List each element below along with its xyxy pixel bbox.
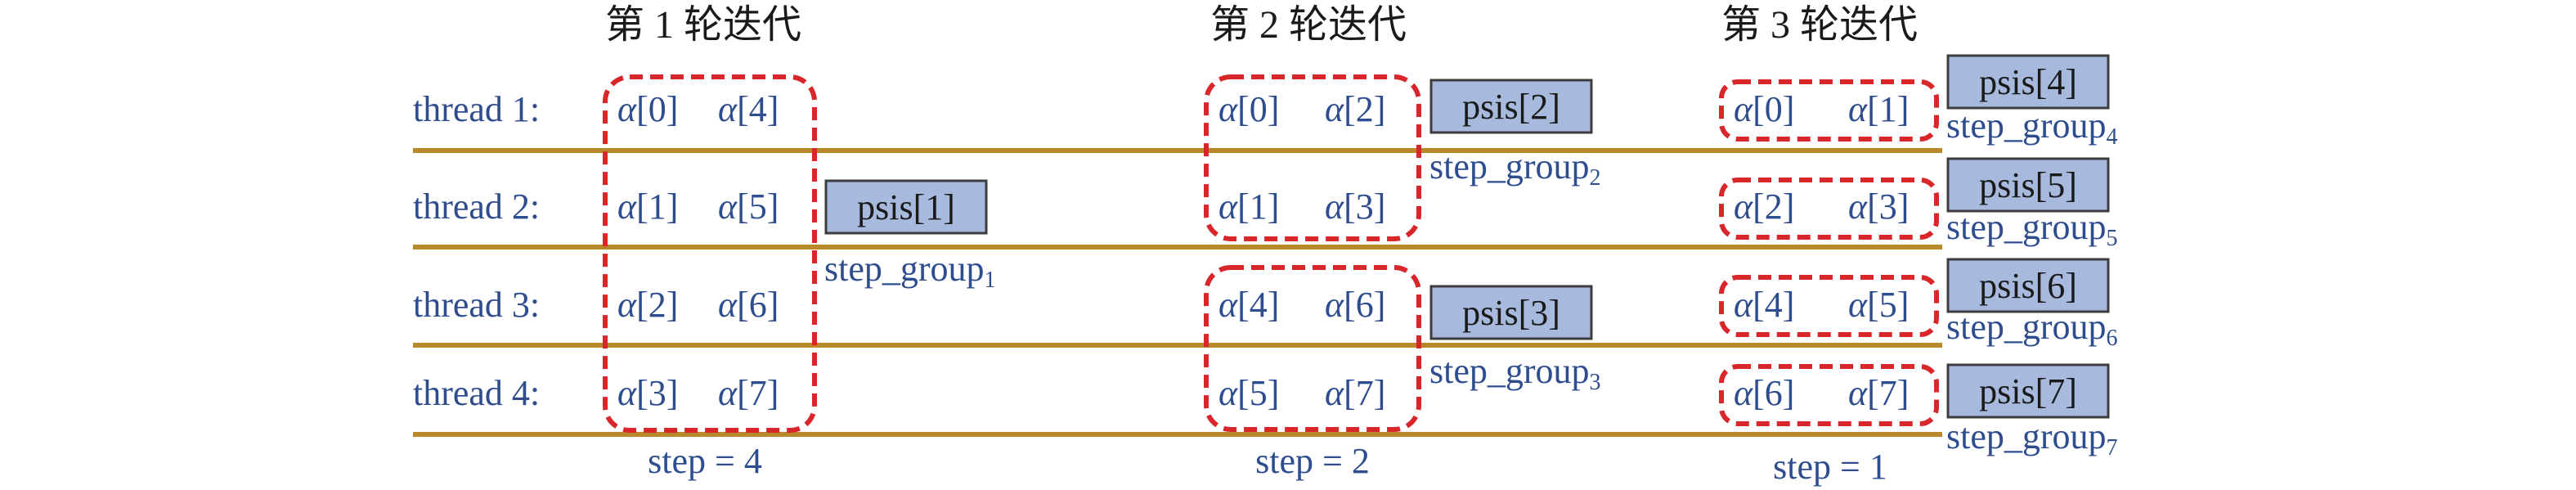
step-group-label-7: step_group7 [1946,416,2118,461]
alpha-cell: α[3] [617,373,678,413]
alpha-cell: α[5] [1848,285,1909,325]
alpha-cell: α[0] [617,89,678,129]
alpha-cell: α[6] [1325,285,1385,325]
step-label-1: step = 4 [648,441,762,481]
psis-box-1 [824,179,988,235]
psis-label-2: psis[2] [1462,87,1560,127]
step-group-label-3: step_group3 [1429,351,1601,395]
thread-label-1: thread 1: [413,89,540,129]
psis-label-5: psis[5] [1979,165,2077,205]
step-group-label-2: step_group2 [1429,146,1601,191]
alpha-cell: α[2] [1734,187,1794,227]
alpha-cell: α[6] [1734,373,1794,413]
psis-box-4 [1946,54,2110,110]
group-box-step-1-b [1719,178,1939,240]
step-label-3: step = 1 [1773,447,1887,487]
alpha-cell: α[2] [1325,89,1385,129]
step-labels: step = 4 step = 2 step = 1 [648,441,1887,487]
alpha-cell: α[4] [1218,285,1279,325]
psis-label-7: psis[7] [1979,371,2077,411]
alpha-cell: α[6] [718,285,779,325]
step-group-label-4: step_group4 [1946,106,2118,150]
psis-blocks: psis[1] step_group1 psis[2] step_group2 … [824,54,2118,461]
group-box-step-1-d [1719,364,1939,426]
group-box-step-1-c [1719,275,1939,337]
psis-label-1: psis[1] [857,187,955,227]
psis-box-2 [1429,79,1593,134]
group-box-step-2-top [1204,74,1421,241]
psis-box-5 [1946,157,2110,213]
alpha-cell: α[0] [1218,89,1279,129]
psis-box-3 [1429,285,1593,340]
iteration-title-2: 第 2 轮迭代 [1210,3,1407,47]
step-group-label-5: step_group5 [1946,207,2118,251]
psis-label-6: psis[6] [1979,266,2077,306]
alpha-cell: α[4] [1734,285,1794,325]
step-group-label-1: step_group1 [824,249,996,293]
thread-label-3: thread 3: [413,285,540,325]
alpha-cell: α[1] [1218,187,1279,227]
thread-label-4: thread 4: [413,373,540,413]
alpha-cell: α[1] [617,187,678,227]
alpha-cell: α[1] [1848,89,1909,129]
psis-box-6 [1946,258,2110,313]
psis-label-3: psis[3] [1462,293,1560,333]
group-box-step-4 [603,74,817,433]
alpha-cell: α[2] [617,285,678,325]
iteration-title-3: 第 3 轮迭代 [1721,3,1918,47]
alpha-cell: α[7] [1325,373,1385,413]
thread-label-2: thread 2: [413,187,540,227]
psis-label-4: psis[4] [1979,62,2077,102]
iteration-titles: 第 1 轮迭代 第 2 轮迭代 第 3 轮迭代 [605,3,1918,47]
alpha-cell: α[0] [1734,89,1794,129]
psis-box-7 [1946,363,2110,419]
alpha-cells: α[0] α[4] α[0] α[2] α[0] α[1] α[1] α[5] … [617,89,1909,413]
group-box-step-1-a [1719,79,1939,142]
alpha-cell: α[3] [1848,187,1909,227]
alpha-cell: α[5] [718,187,779,227]
step-group-label-6: step_group6 [1946,307,2118,351]
alpha-cell: α[5] [1218,373,1279,413]
alpha-cell: α[4] [718,89,779,129]
group-boxes [603,74,1939,433]
step-label-2: step = 2 [1255,441,1370,481]
thread-lines [413,148,1942,437]
alpha-cell: α[7] [1848,373,1909,413]
iteration-title-1: 第 1 轮迭代 [605,3,801,47]
alpha-cell: α[7] [718,373,779,413]
thread-labels: thread 1: thread 2: thread 3: thread 4: [413,89,540,413]
alpha-cell: α[3] [1325,187,1385,227]
group-box-step-2-bottom [1204,265,1421,432]
